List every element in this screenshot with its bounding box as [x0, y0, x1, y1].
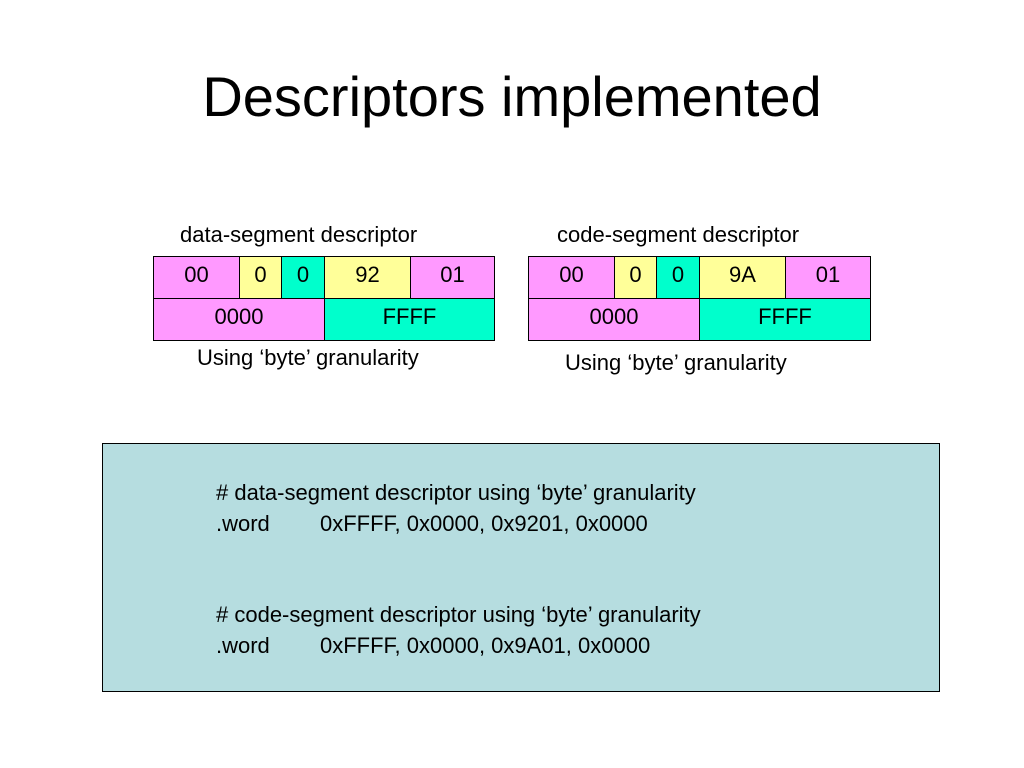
data-descriptor-flags-cell: 0 — [239, 256, 282, 299]
data-descriptor-directive: .word — [216, 511, 270, 536]
code-descriptor-note: Using ‘byte’ granularity — [565, 350, 787, 375]
code-descriptor-base-mid-cell: 01 — [785, 256, 871, 299]
code-descriptor-base-low-cell: 0000 — [528, 298, 700, 341]
code-descriptor-label: code-segment descriptor — [557, 222, 800, 247]
code-descriptor-base-high-cell: 00 — [528, 256, 615, 299]
code-descriptor-values: 0xFFFF, 0x0000, 0x9A01, 0x0000 — [320, 633, 651, 658]
code-descriptor-comment: # code-segment descriptor using ‘byte’ g… — [216, 602, 701, 627]
data-descriptor-values: 0xFFFF, 0x0000, 0x9201, 0x0000 — [320, 511, 648, 536]
data-descriptor-access-cell: 92 — [324, 256, 411, 299]
code-descriptor-limit-high-cell: 0 — [656, 256, 700, 299]
data-descriptor-label: data-segment descriptor — [180, 222, 418, 247]
data-descriptor-limit-low-cell: FFFF — [324, 298, 495, 341]
code-descriptor-directive: .word — [216, 633, 270, 658]
slide-title: Descriptors implemented — [202, 65, 822, 128]
data-descriptor-base-low-cell: 0000 — [153, 298, 325, 341]
data-descriptor-base-high-cell: 00 — [153, 256, 240, 299]
data-descriptor-note: Using ‘byte’ granularity — [197, 345, 419, 370]
code-descriptor-access-cell: 9A — [699, 256, 786, 299]
code-descriptor-flags-cell: 0 — [614, 256, 657, 299]
code-descriptor-limit-low-cell: FFFF — [699, 298, 871, 341]
data-descriptor-limit-high-cell: 0 — [281, 256, 325, 299]
data-descriptor-base-mid-cell: 01 — [410, 256, 495, 299]
assembly-code-box: # data-segment descriptor using ‘byte’ g… — [102, 443, 940, 692]
data-descriptor-comment: # data-segment descriptor using ‘byte’ g… — [216, 480, 696, 505]
